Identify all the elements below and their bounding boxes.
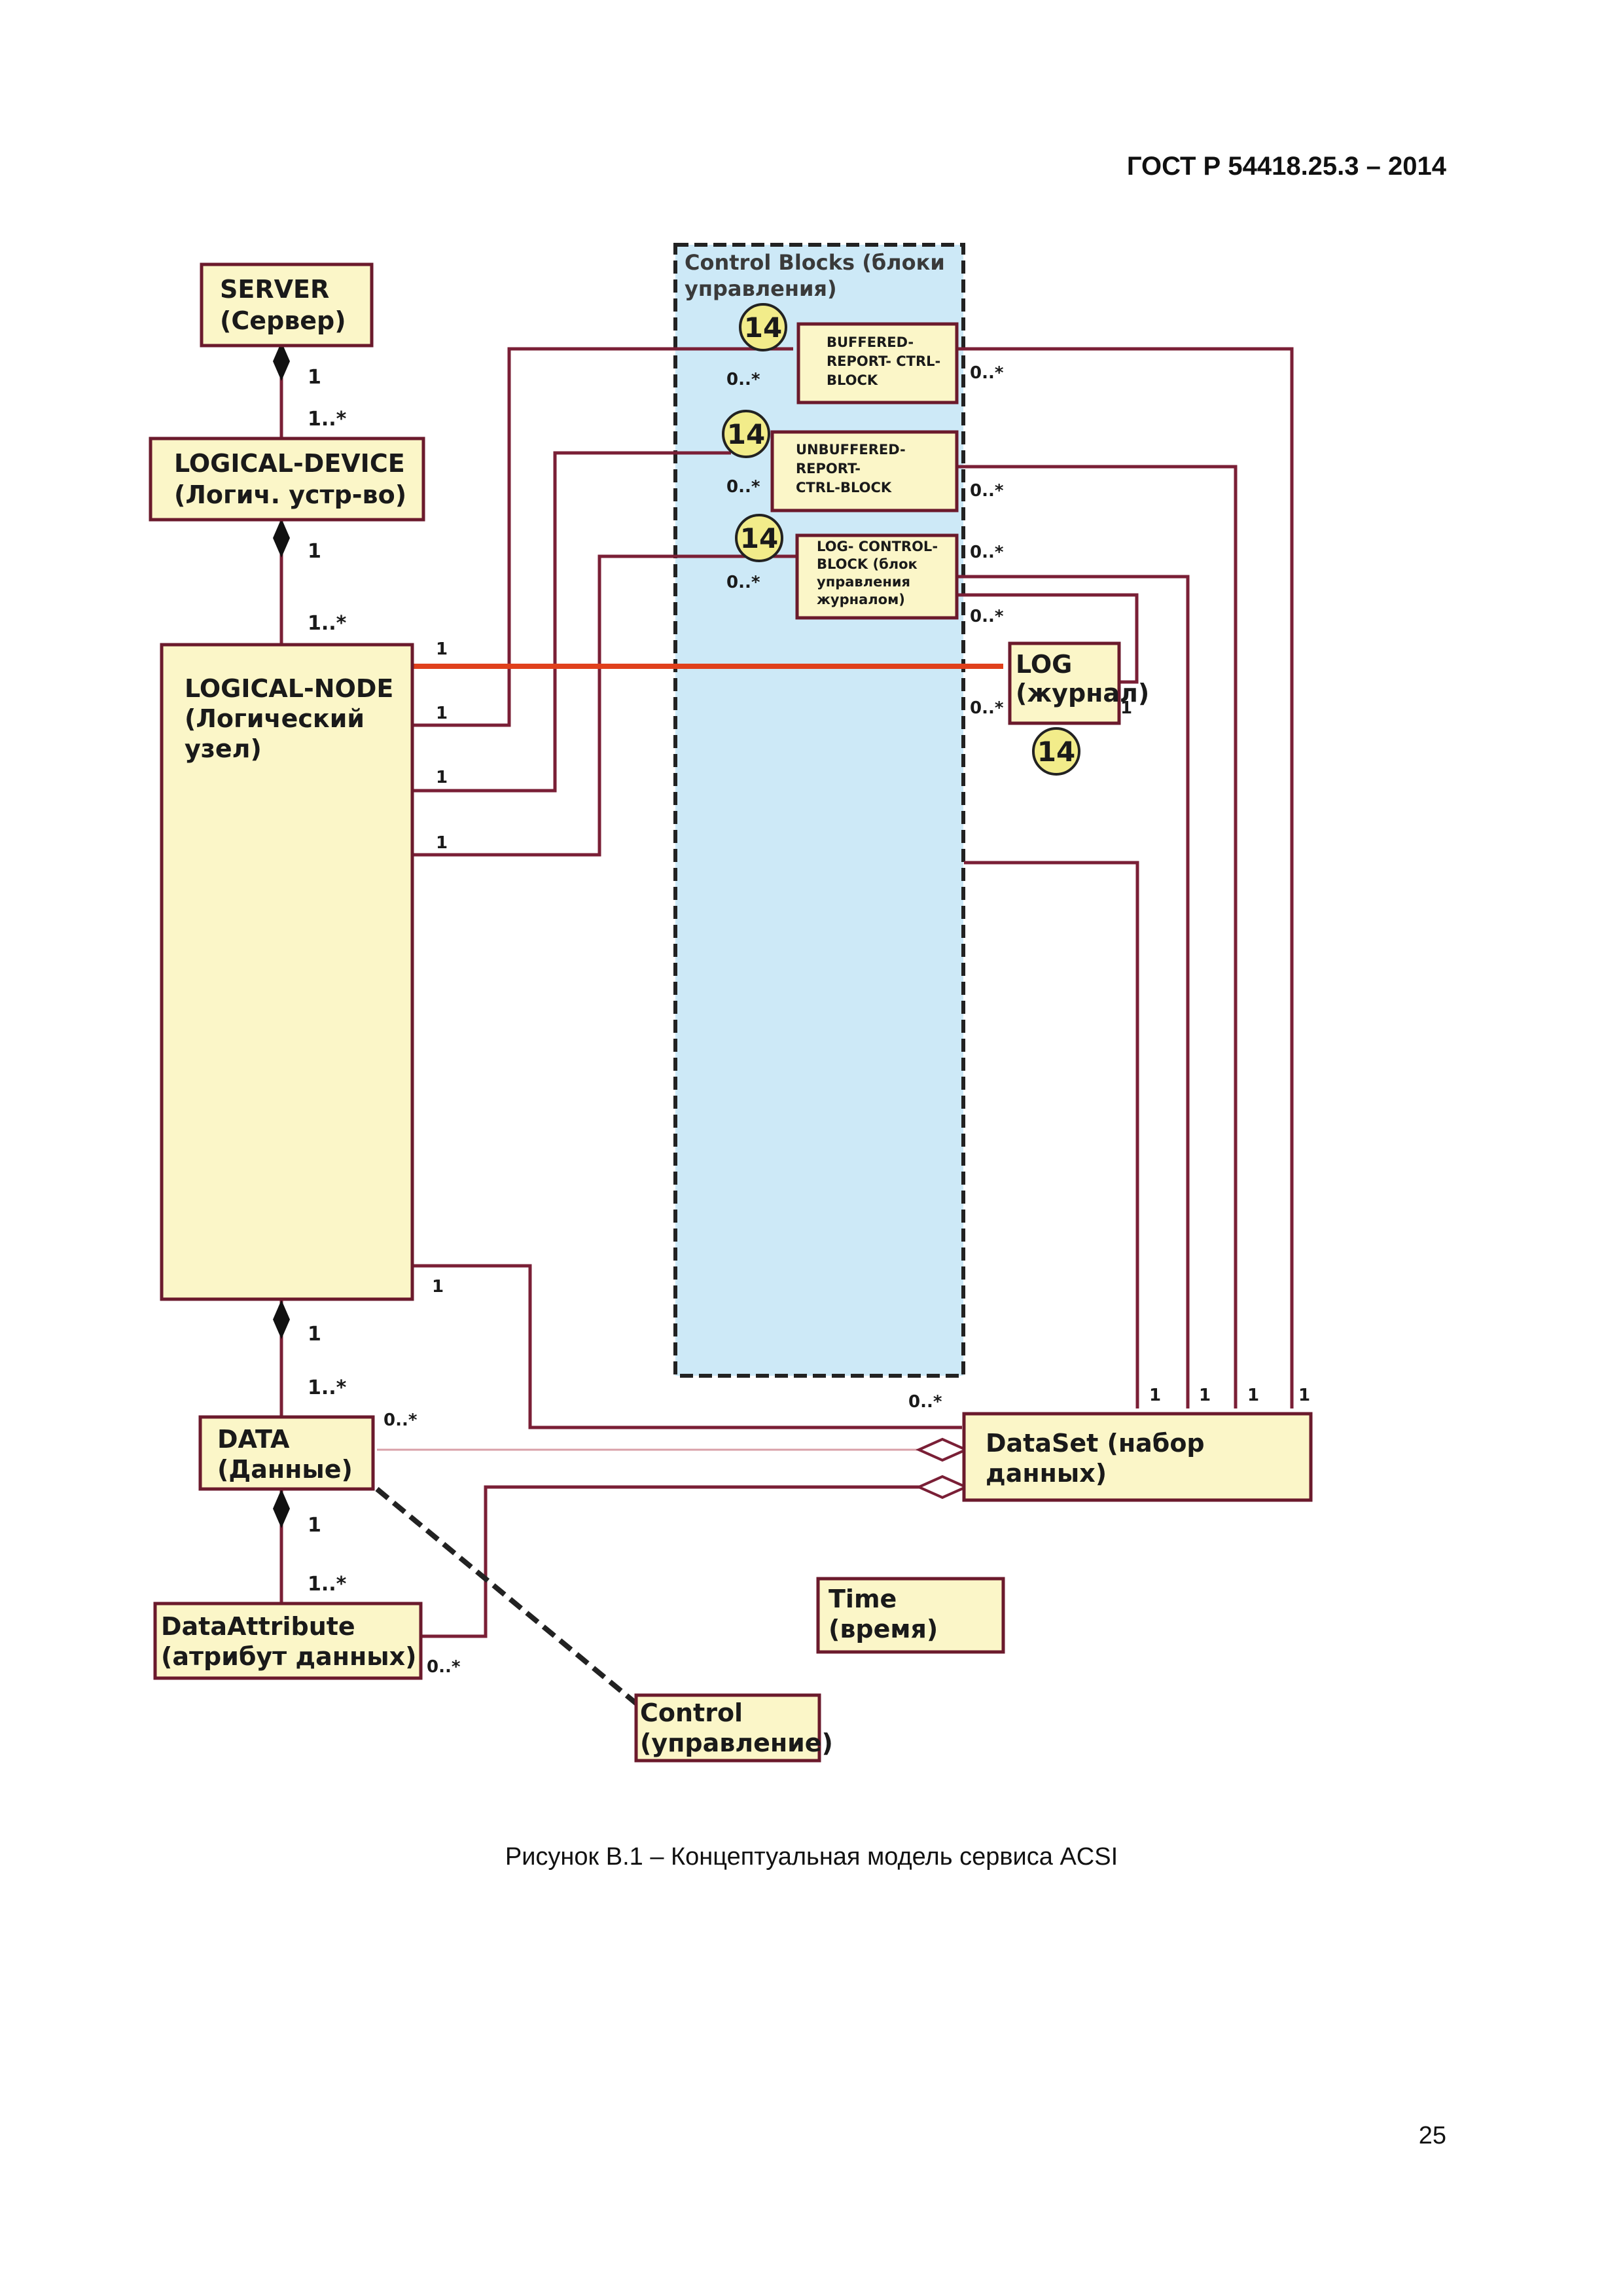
dataset-class-name: DataSet (набор: [986, 1429, 1205, 1458]
multiplicity-label: 0..*: [970, 363, 1004, 383]
multiplicity-label: 1: [1120, 698, 1132, 718]
multiplicity-label: 1: [1149, 1386, 1161, 1405]
data-class-subtitle: (Данные): [217, 1455, 353, 1484]
page-number: 25: [1418, 2122, 1446, 2149]
control-class-subtitle: (управление): [640, 1729, 833, 1757]
badge-brcb: 14: [739, 303, 787, 351]
lcb-class-name-2: BLOCK (блок: [817, 556, 918, 572]
reference-badges: 14 14 14 14: [722, 303, 1080, 776]
multiplicity-label: 0..*: [427, 1657, 461, 1677]
figure-caption: Рисунок В.1 – Концептуальная модель серв…: [505, 1843, 1118, 1871]
multiplicity-label: 1: [308, 540, 321, 563]
association-lines: [414, 347, 1294, 1638]
brcb-class-name-1: BUFFERED-: [827, 334, 914, 350]
logical-device-class-subtitle: (Логич. устр-во): [174, 480, 406, 509]
logical-node-class-subtitle-1: (Логический: [185, 704, 365, 733]
data-attribute-class-name: DataAttribute: [161, 1612, 355, 1641]
lcb-class-name-1: LOG- CONTROL-: [817, 539, 938, 554]
multiplicity-label: 1: [1247, 1386, 1259, 1405]
lcb-class-name-3: управления: [817, 574, 910, 590]
multiplicity-labels: 1 1..* 1 1..* 1 1..* 1 1..* 1 1 1 1 1 0.…: [308, 363, 1310, 1677]
brcb-class-name-2: REPORT- CTRL-: [827, 353, 940, 369]
logical-device-class-box: [149, 437, 425, 522]
time-class-name: Time: [829, 1585, 897, 1613]
multiplicity-label: 0..*: [383, 1410, 418, 1430]
log-class-name: LOG: [1016, 650, 1072, 679]
control-class-box: [634, 1693, 821, 1763]
multiplicity-label: 0..*: [726, 370, 760, 389]
log-class-box: [1008, 641, 1121, 725]
multiplicity-label: 1..*: [308, 612, 347, 635]
composition-diamond-icon: [273, 1489, 290, 1528]
multiplicity-label: 1: [308, 366, 321, 389]
badge-log: 14: [1032, 727, 1080, 776]
aggregation-diamonds: [916, 1437, 969, 1499]
multiplicity-label: 1..*: [308, 408, 347, 431]
composition-diamond-icon: [273, 1300, 290, 1339]
composition-diamond-icon: [273, 518, 290, 558]
control-class-name: Control: [640, 1698, 743, 1727]
badge-label: 14: [727, 418, 765, 450]
data-attribute-class-subtitle: (атрибут данных): [161, 1642, 417, 1671]
lcb-class-name-4: журналом): [817, 592, 905, 607]
multiplicity-label: 1: [1199, 1386, 1211, 1405]
data-class-name: DATA: [217, 1425, 290, 1454]
logical-node-class-box: [160, 643, 414, 1301]
composition-diamonds: [273, 342, 290, 1528]
multiplicity-label: 1: [436, 768, 448, 787]
brcb-class-box: [796, 322, 959, 404]
time-class-subtitle: (время): [829, 1615, 938, 1643]
multiplicity-label: 0..*: [970, 481, 1004, 501]
logical-node-class-subtitle-2: узел): [185, 734, 262, 763]
multiplicity-label: 1: [436, 833, 448, 853]
multiplicity-label: 1..*: [308, 1376, 347, 1399]
dataset-class-subtitle: данных): [986, 1459, 1107, 1488]
log-class-subtitle: (журнал): [1016, 679, 1149, 708]
control-blocks-title-line-1: Control Blocks (блоки: [685, 250, 945, 275]
dataset-class-box: [962, 1412, 1313, 1502]
badge-label: 14: [1037, 736, 1075, 768]
multiplicity-label: 1: [436, 704, 448, 723]
server-class-subtitle: (Сервер): [220, 306, 346, 335]
data-attribute-class-box: [153, 1602, 423, 1680]
multiplicity-label: 0..*: [908, 1392, 942, 1412]
aggregation-diamond-icon: [916, 1475, 969, 1499]
lcb-class-box: [795, 533, 959, 620]
server-class-name: SERVER: [220, 275, 329, 304]
multiplicity-label: 1: [436, 639, 448, 659]
multiplicity-label: 0..*: [726, 477, 760, 497]
multiplicity-label: 1: [432, 1277, 444, 1297]
server-class-box: [200, 262, 374, 348]
data-control-dependency: [375, 1486, 640, 1708]
composition-diamond-icon: [273, 342, 290, 381]
multiplicity-label: 1: [1298, 1386, 1310, 1405]
multiplicity-label: 0..*: [970, 607, 1004, 626]
control-blocks-package: Control Blocks (блоки управления): [673, 243, 965, 1378]
multiplicity-label: 0..*: [970, 543, 1004, 562]
badge-label: 14: [740, 522, 778, 554]
multiplicity-label: 0..*: [726, 573, 760, 592]
time-class-box: [816, 1577, 1005, 1654]
urcb-class-box: [770, 430, 959, 512]
badge-label: 14: [744, 312, 782, 344]
multiplicity-label: 0..*: [970, 698, 1004, 718]
brcb-class-name-3: BLOCK: [827, 372, 878, 388]
aggregation-diamond-icon: [916, 1437, 969, 1462]
standard-header: ГОСТ Р 54418.25.3 – 2014: [1126, 152, 1446, 181]
logical-device-class-name: LOGICAL-DEVICE: [174, 449, 405, 478]
data-class-box: [198, 1415, 375, 1491]
multiplicity-label: 1: [308, 1323, 321, 1346]
control-blocks-title-line-2: управления): [685, 276, 837, 301]
urcb-class-name-1: UNBUFFERED-: [796, 442, 906, 457]
urcb-class-name-3: CTRL-BLOCK: [796, 480, 892, 495]
badge-lcb: 14: [735, 514, 783, 562]
multiplicity-label: 1..*: [308, 1573, 347, 1596]
multiplicity-label: 1: [308, 1514, 321, 1537]
logical-node-class-name: LOGICAL-NODE: [185, 674, 393, 703]
urcb-class-name-2: REPORT-: [796, 461, 861, 476]
badge-urcb: 14: [722, 410, 770, 458]
